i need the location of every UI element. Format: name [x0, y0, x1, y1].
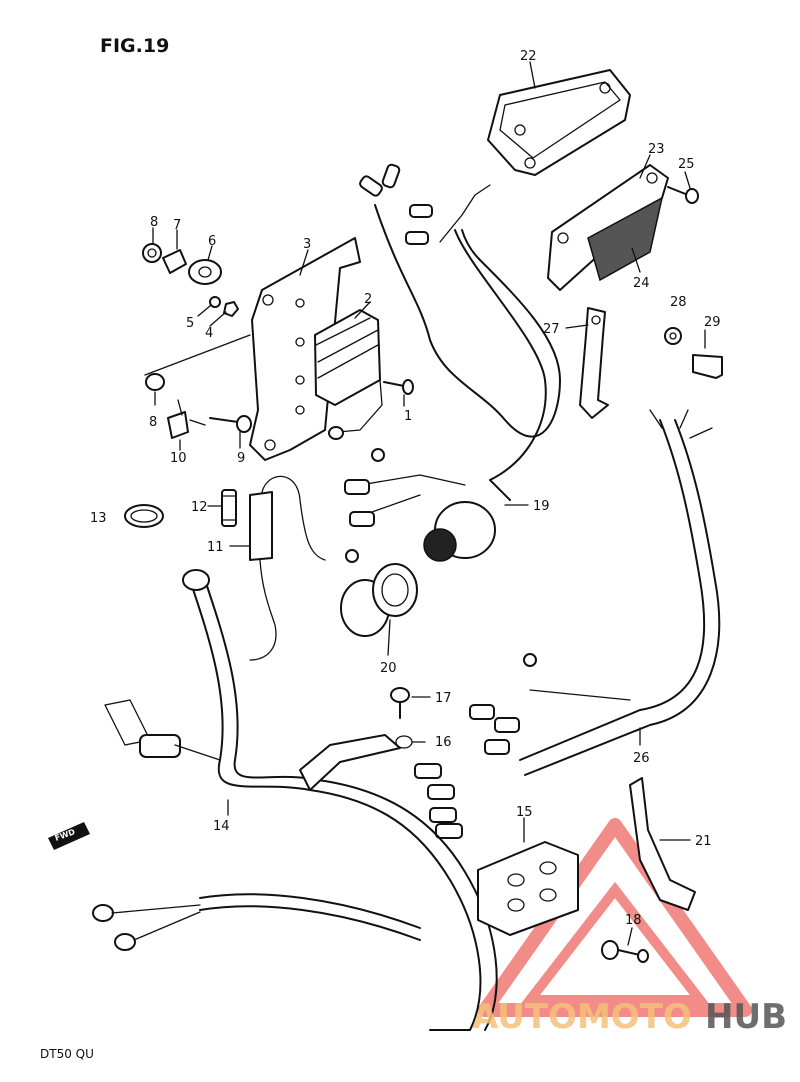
callout-25: 25	[678, 157, 695, 172]
callout-18: 18	[625, 913, 642, 928]
callout-23: 23	[648, 142, 665, 157]
callouts: 1 2 3 4 5 6 7 8 8 9 10 11 12 13 14 15 16…	[90, 49, 721, 928]
callout-12: 12	[191, 500, 208, 515]
part-27-bracket	[579, 307, 609, 419]
callout-29: 29	[704, 315, 721, 330]
watermark-hub: HUB	[705, 997, 787, 1037]
callout-6: 6	[208, 234, 216, 249]
callout-10: 10	[170, 451, 187, 466]
callout-14: 14	[213, 819, 230, 834]
callout-26: 26	[633, 751, 650, 766]
callout-8-bottom: 8	[149, 415, 157, 430]
part-28-washer	[664, 327, 682, 345]
part-7-collar	[162, 249, 187, 274]
callout-2: 2	[364, 292, 372, 307]
part-18-pin	[601, 940, 649, 963]
callout-7: 7	[173, 218, 181, 233]
callout-17: 17	[435, 691, 452, 706]
part-6-grommet	[188, 259, 222, 285]
part-19-harness	[344, 163, 561, 563]
part-5-nut	[209, 296, 221, 308]
part-9-bolt	[209, 415, 252, 433]
watermark-text: AUTOMOTO HUB	[472, 997, 787, 1037]
part-17-screw	[390, 687, 410, 719]
callout-1: 1	[404, 409, 412, 424]
figure-title: FIG.19	[100, 35, 169, 57]
part-23-plate	[547, 164, 669, 291]
callout-19: 19	[533, 499, 550, 514]
callout-8-top: 8	[150, 215, 158, 230]
part-12-fuse	[221, 489, 237, 527]
part-1-screw	[383, 379, 414, 395]
callout-4: 4	[205, 326, 213, 341]
part-29-bolt	[692, 354, 723, 379]
model-label: DT50 QU	[40, 1047, 94, 1061]
callout-11: 11	[207, 540, 224, 555]
callout-27: 27	[543, 322, 560, 337]
part-13-gasket	[124, 504, 164, 528]
callout-15: 15	[516, 805, 533, 820]
callout-3: 3	[303, 237, 311, 252]
callout-9: 9	[237, 451, 245, 466]
callout-13: 13	[90, 511, 107, 526]
part-16-clamp	[299, 734, 413, 791]
part-26-harness	[414, 409, 721, 839]
part-25-screw	[667, 186, 699, 204]
watermark-automoto: AUTOMOTO	[472, 997, 692, 1037]
part-4-nut	[223, 301, 239, 317]
part-8-washer-top	[142, 243, 162, 263]
callout-20: 20	[380, 661, 397, 676]
part-2-regulator	[314, 309, 383, 440]
part-3-plate	[249, 237, 361, 461]
fwd-arrow: FWD	[48, 822, 90, 850]
callout-24: 24	[633, 276, 650, 291]
part-10-clip	[167, 399, 206, 439]
part-22-cover	[487, 69, 631, 176]
part-21-bracket	[629, 777, 696, 911]
part-15-grommet-block	[477, 841, 579, 936]
callout-22: 22	[520, 49, 537, 64]
callout-21: 21	[695, 834, 712, 849]
part-11-fuse-holder	[249, 475, 326, 661]
part-20-cap	[340, 563, 418, 637]
callout-5: 5	[186, 316, 194, 331]
callout-28: 28	[670, 295, 687, 310]
part-8-washer-bottom	[145, 373, 165, 391]
callout-16: 16	[435, 735, 452, 750]
